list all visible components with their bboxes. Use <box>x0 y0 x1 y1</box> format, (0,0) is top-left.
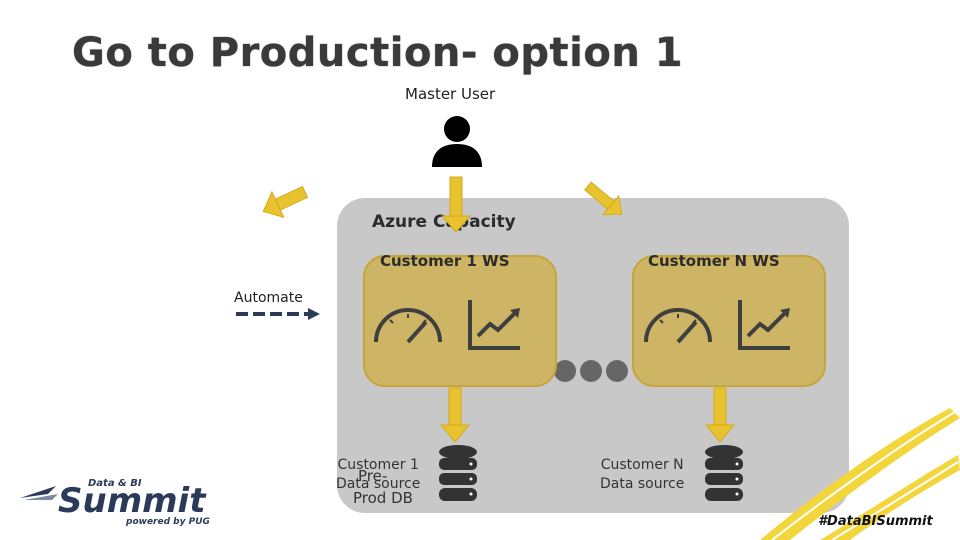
logo-sub-text: powered by PUG <box>125 517 210 527</box>
automate-label: Automate <box>234 290 303 306</box>
automate-arrow <box>236 308 320 320</box>
summit-logo: Data & BI Summit powered by PUG <box>20 478 210 527</box>
page-title: Go to Production- option 1 <box>72 30 684 76</box>
datasource-1-overlay-bottom: Prod DB <box>353 489 413 507</box>
datasource-1-line1: Customer 1 <box>337 457 419 473</box>
workspace-1-icons <box>374 300 520 350</box>
arrow-left <box>262 185 309 219</box>
arrow-down-to-customer-1-ws <box>440 176 472 233</box>
arrow-down-to-datasource-n <box>704 387 736 443</box>
workspace-n-icons <box>644 300 790 350</box>
master-user-label: Master User <box>405 85 496 103</box>
logo-top-text: Data & BI <box>88 478 142 489</box>
customer-n-ws-label: Customer N WS <box>648 252 780 270</box>
database-icon <box>439 445 477 501</box>
datasource-1-overlay-top: Pre- <box>358 467 388 485</box>
datasource-n-label: Customer N Data source <box>600 456 684 494</box>
line-chart-icon <box>738 300 790 350</box>
datasource-1-label: Customer 1 Data source <box>336 456 420 494</box>
customer-1-ws-label: Customer 1 WS <box>380 252 510 270</box>
ellipsis-dots <box>554 360 628 382</box>
customer-1-workspace <box>363 255 557 387</box>
hashtag-label: #DataBISummit <box>818 514 933 529</box>
arrow-right-to-customer-n <box>584 181 623 215</box>
decorative-swoosh <box>760 408 960 540</box>
datasource-n-line1: Customer N <box>600 457 684 473</box>
customer-n-workspace <box>632 255 826 387</box>
logo-main-text: Summit <box>58 481 207 521</box>
datasource-n-line2: Data source <box>600 476 685 492</box>
line-chart-icon <box>468 300 520 350</box>
database-icon <box>705 445 743 501</box>
azure-capacity-label: Azure Capacity <box>372 212 516 232</box>
datasource-1-line2: Data source <box>336 476 421 492</box>
gauge-icon <box>644 308 712 344</box>
arrow-down-to-datasource-1 <box>439 387 471 443</box>
user-icon <box>432 116 482 167</box>
gauge-icon <box>374 308 442 344</box>
